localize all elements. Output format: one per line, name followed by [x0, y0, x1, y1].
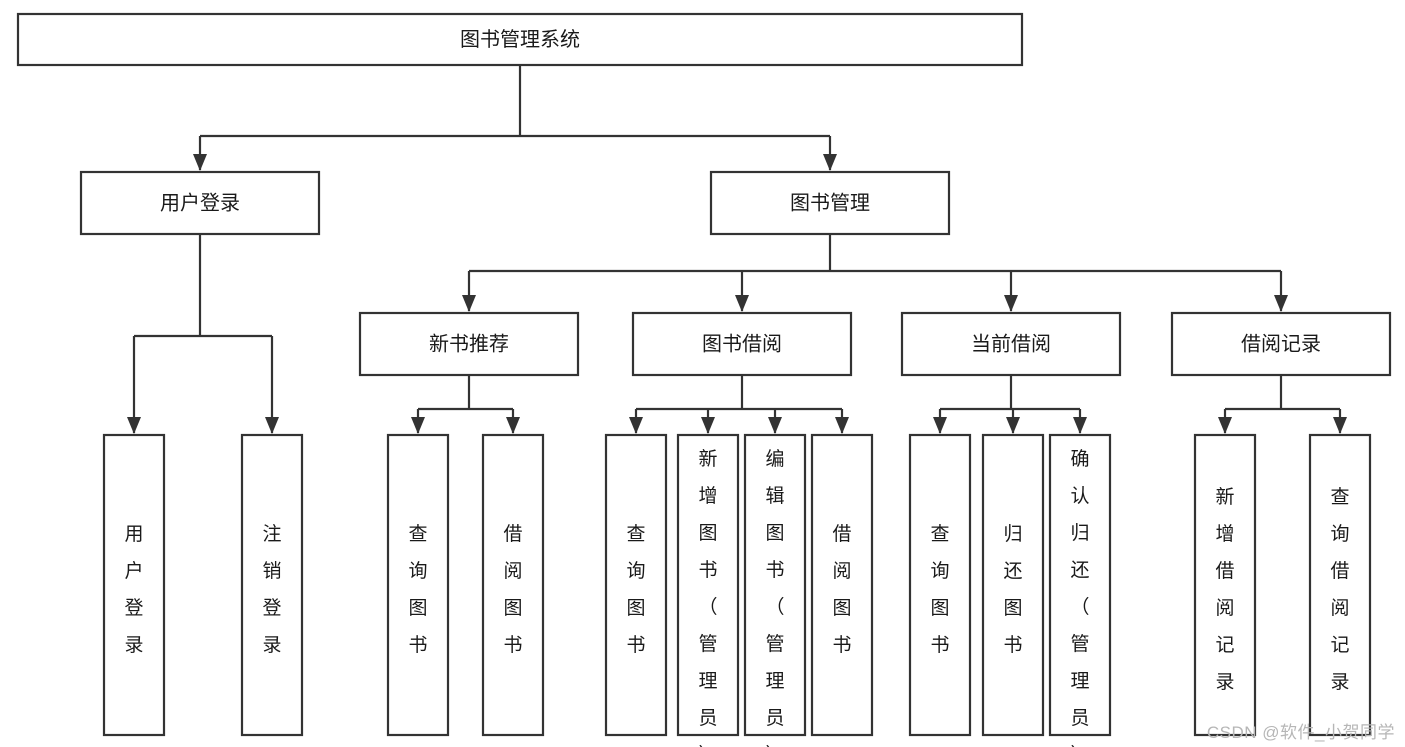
node-leaf-add-record[interactable]: 新增借阅记录: [1193, 433, 1257, 737]
arrow-head-icon: [835, 417, 849, 434]
arrow-head-icon: [193, 154, 207, 171]
arrow-head-icon: [701, 417, 715, 434]
node-leaf-query-book-3[interactable]: 查询图书: [908, 433, 972, 737]
arrow-head-icon: [768, 417, 782, 434]
node-leaf-add-book-label: 新增图书（管理员）: [698, 448, 717, 747]
arrow-head-icon: [1333, 417, 1347, 434]
node-leaf-borrow-book-1-box[interactable]: [481, 433, 545, 737]
arrow-head-icon: [823, 154, 837, 171]
node-root-图书管理系统[interactable]: 图书管理系统: [16, 12, 1024, 67]
node-leaf-borrow-book-2[interactable]: 借阅图书: [810, 433, 874, 737]
node-user-login[interactable]: 用户登录: [79, 170, 321, 236]
node-leaf-query-book-1-box[interactable]: [386, 433, 450, 737]
node-leaf-query-book-1[interactable]: 查询图书: [386, 433, 450, 737]
node-book-borrow-box[interactable]: [631, 311, 853, 377]
node-book-manage[interactable]: 图书管理: [709, 170, 951, 236]
nodes-layer: 图书管理系统用户登录图书管理新书推荐图书借阅当前借阅借阅记录用户登录注销登录查询…: [16, 12, 1392, 747]
node-leaf-query-book-3-box[interactable]: [908, 433, 972, 737]
node-leaf-borrow-book-1-label: 借阅图书: [503, 523, 522, 656]
arrow-head-icon: [1004, 295, 1018, 312]
node-leaf-query-book-3-label: 查询图书: [930, 523, 949, 656]
node-leaf-query-record-box[interactable]: [1308, 433, 1372, 737]
arrow-head-icon: [1073, 417, 1087, 434]
node-root-图书管理系统-box[interactable]: [16, 12, 1024, 67]
node-leaf-query-book-2-box[interactable]: [604, 433, 668, 737]
node-leaf-edit-book-label: 编辑图书（管理员）: [765, 448, 784, 747]
node-book-manage-box[interactable]: [709, 170, 951, 236]
node-leaf-user-login-label: 用户登录: [124, 524, 143, 656]
node-leaf-confirm-return-label: 确认归还（管理员）: [1070, 448, 1089, 747]
node-new-book-recommend[interactable]: 新书推荐: [358, 311, 580, 377]
node-root-图书管理系统-label: 图书管理系统: [460, 28, 580, 51]
node-leaf-query-book-2-label: 查询图书: [626, 523, 645, 656]
node-leaf-edit-book[interactable]: 编辑图书（管理员）: [743, 433, 807, 747]
node-borrow-record[interactable]: 借阅记录: [1170, 311, 1392, 377]
node-leaf-logout-box[interactable]: [240, 433, 304, 737]
node-book-manage-label: 图书管理: [790, 191, 870, 214]
node-borrow-record-box[interactable]: [1170, 311, 1392, 377]
node-leaf-query-book-1-label: 查询图书: [408, 523, 427, 656]
node-current-borrow-box[interactable]: [900, 311, 1122, 377]
node-leaf-add-record-label: 新增借阅记录: [1215, 486, 1234, 693]
node-leaf-borrow-book-2-label: 借阅图书: [832, 523, 851, 656]
node-book-borrow[interactable]: 图书借阅: [631, 311, 853, 377]
node-user-login-box[interactable]: [79, 170, 321, 236]
node-leaf-return-book-label: 归还图书: [1003, 523, 1022, 656]
node-leaf-borrow-book-2-box[interactable]: [810, 433, 874, 737]
arrow-head-icon: [629, 417, 643, 434]
node-new-book-recommend-label: 新书推荐: [429, 332, 509, 355]
node-leaf-add-book[interactable]: 新增图书（管理员）: [676, 433, 740, 747]
node-current-borrow-label: 当前借阅: [971, 332, 1051, 355]
arrow-head-icon: [265, 417, 279, 434]
node-leaf-user-login-box[interactable]: [102, 433, 166, 737]
node-leaf-add-book-box[interactable]: [676, 433, 740, 737]
node-leaf-return-book[interactable]: 归还图书: [981, 433, 1045, 737]
node-user-login-label: 用户登录: [160, 191, 240, 214]
arrow-head-icon: [1006, 417, 1020, 434]
node-leaf-return-book-box[interactable]: [981, 433, 1045, 737]
arrow-head-icon: [735, 295, 749, 312]
connectors-layer: [127, 65, 1347, 434]
node-leaf-query-record-label: 查询借阅记录: [1330, 486, 1349, 693]
arrow-head-icon: [1218, 417, 1232, 434]
arrow-head-icon: [462, 295, 476, 312]
node-leaf-query-book-2[interactable]: 查询图书: [604, 433, 668, 737]
node-book-borrow-label: 图书借阅: [702, 332, 782, 355]
node-leaf-add-record-box[interactable]: [1193, 433, 1257, 737]
arrow-head-icon: [1274, 295, 1288, 312]
node-leaf-logout-label: 注销登录: [262, 523, 281, 656]
node-new-book-recommend-box[interactable]: [358, 311, 580, 377]
node-leaf-edit-book-box[interactable]: [743, 433, 807, 737]
node-leaf-logout[interactable]: 注销登录: [240, 433, 304, 737]
node-leaf-confirm-return-box[interactable]: [1048, 433, 1112, 737]
arrow-head-icon: [933, 417, 947, 434]
node-leaf-borrow-book-1[interactable]: 借阅图书: [481, 433, 545, 737]
arrow-head-icon: [506, 417, 520, 434]
arrow-head-icon: [127, 417, 141, 434]
node-current-borrow[interactable]: 当前借阅: [900, 311, 1122, 377]
arrow-head-icon: [411, 417, 425, 434]
node-leaf-user-login[interactable]: 用户登录: [102, 433, 166, 737]
node-leaf-query-record[interactable]: 查询借阅记录: [1308, 433, 1372, 737]
node-leaf-confirm-return[interactable]: 确认归还（管理员）: [1048, 433, 1112, 747]
node-borrow-record-label: 借阅记录: [1241, 332, 1321, 355]
